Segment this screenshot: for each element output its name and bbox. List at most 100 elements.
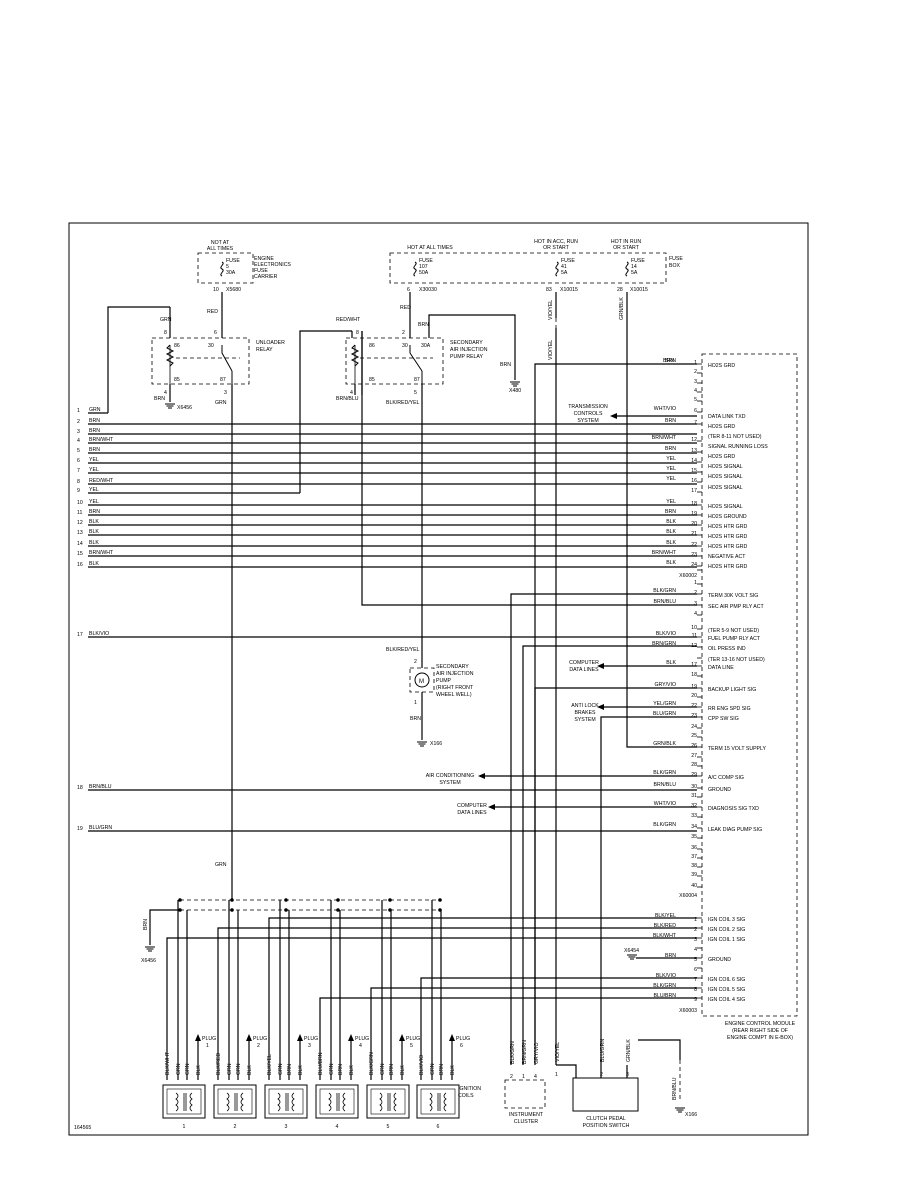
wire-color-label: BLU/BRN — [318, 1052, 324, 1075]
fuse-carrier-label: FUSE — [254, 268, 268, 274]
ac-label: AIR CONDITIONING — [426, 773, 474, 779]
wire-gryvio-cluster — [534, 687, 697, 1065]
computer-label: COMPUTER — [569, 660, 599, 666]
ecm-pin-function: CPP SW SIG — [708, 716, 739, 722]
bus-splice — [178, 908, 182, 912]
pin-label: 1 — [555, 1072, 558, 1078]
harness-number: 17 — [77, 632, 83, 638]
coil-number: 2 — [234, 1124, 237, 1130]
wire-color-label: BLK/VIO — [89, 631, 109, 637]
pin-label: 6 — [214, 330, 217, 336]
fuse-caption: HOT AT ALL TIMES — [407, 245, 453, 251]
fuse-label: 5A — [631, 270, 638, 276]
unloader-relay-box — [151, 337, 250, 385]
bus-splice — [230, 898, 234, 902]
ecm-pin-function: FUEL PUMP RLY ACT — [708, 636, 761, 642]
ecm-pin-number: 8 — [694, 987, 697, 993]
component-layer: M — [145, 252, 798, 1119]
wire-color-label: GRN — [185, 1063, 191, 1075]
harness-number: 6 — [77, 458, 80, 464]
data-lines-arrow-icon — [597, 663, 604, 669]
harness-number: 14 — [77, 541, 83, 547]
pin-label: 30 — [402, 343, 408, 349]
ecm-pin-function: IGN COIL 1 SIG — [708, 937, 745, 943]
wire-color-label: BLK — [666, 529, 676, 535]
wire-color-label: BRN — [500, 362, 511, 368]
wire-color-label: GRN — [278, 1063, 284, 1075]
ecm-label: (REAR RIGHT SIDE OF — [732, 1028, 788, 1034]
ground-label: X166 — [685, 1112, 697, 1118]
abs-label: ANTI LOCK — [571, 703, 599, 709]
sai-coil-icon — [350, 344, 360, 367]
wire-color-label: BLK/WHT — [653, 933, 677, 939]
fuse-caption: HOT IN ACC, RUN — [534, 239, 578, 245]
ecm-pin-number: 5 — [694, 397, 697, 403]
connector-label: X5680 — [226, 287, 241, 293]
coil-number: 6 — [437, 1124, 440, 1130]
ecm-pin-function: IGN COIL 3 SIG — [708, 917, 745, 923]
ecm-pin-number: 25 — [691, 733, 697, 739]
harness-number: 16 — [77, 562, 83, 568]
plug-label: 2 — [257, 1043, 260, 1049]
wire-color-label: BLK/GRN — [510, 1041, 516, 1064]
ecm-pin-number: 1 — [694, 580, 697, 586]
fuse-caption: HOT IN RUN — [611, 239, 641, 245]
ecm-pin-number: 23 — [691, 713, 697, 719]
wire-color-label: BRN/WHT — [652, 550, 677, 556]
ecm-pin-number: 9 — [694, 997, 697, 1003]
ecm-pin-number: 7 — [694, 420, 697, 426]
ecm-pin-function: HO2S SIGNAL — [708, 504, 743, 510]
wire-color-label: YEL — [666, 456, 676, 462]
wire-brnblu-sai — [361, 331, 697, 606]
wire-color-label: BLK — [400, 1065, 406, 1075]
wire-color-label: GRN — [176, 1063, 182, 1075]
wire-color-label: BRN — [410, 716, 421, 722]
ecm-pin-function: (TER 8-11 NOT USED) — [708, 434, 762, 440]
plug-label: PLUG — [253, 1036, 267, 1042]
connector-label: X10015 — [630, 287, 648, 293]
ecm-pin-function: SEC AIR PMP RLY ACT — [708, 604, 764, 610]
ignition-coil-5 — [366, 1084, 410, 1119]
motor-m-icon: M — [419, 679, 424, 685]
wire-color-label: RED/WHT — [89, 478, 114, 484]
wire-color-label: GRN/BLK — [626, 1039, 632, 1062]
fuse-box — [389, 252, 667, 284]
harness-number: 19 — [77, 826, 83, 832]
wire-color-label: BRN/BLU — [654, 782, 677, 788]
wire-color-label: BRN/BLU — [654, 599, 677, 605]
relay-label: PUMP RELAY — [450, 354, 484, 360]
ecm-pin-function: SIGNAL RUNNING LOSS — [708, 444, 768, 450]
wire-color-label: WHT/VIO — [654, 406, 676, 412]
ecm-pin-number: 17 — [691, 662, 697, 668]
wire-color-label: YEL — [89, 499, 99, 505]
fuse-5-icon — [220, 261, 224, 277]
wire-color-label: BRN — [665, 446, 676, 452]
wire-color-label: BLK — [666, 660, 676, 666]
fuse-caption: NOT AT — [211, 240, 230, 246]
figure-id: 164565 — [74, 1125, 91, 1131]
coil-winding-icon — [277, 1092, 295, 1112]
harness-number: 11 — [77, 510, 82, 516]
clutch-ground-icon — [675, 1107, 685, 1113]
coil-inner — [268, 1088, 304, 1115]
engine-fuse-carrier-box — [197, 252, 254, 284]
harness-number: 13 — [77, 530, 83, 536]
wire-color-label: BLK/GRN — [653, 983, 676, 989]
ignition-coil-2 — [213, 1084, 257, 1119]
wire-color-label: BLU/GRN — [600, 1039, 606, 1062]
ecm-pin-number: 39 — [691, 872, 697, 878]
ecm-pin-number: 13 — [691, 448, 697, 454]
clutch-switch-box — [572, 1077, 639, 1112]
coil-number: 3 — [285, 1124, 288, 1130]
transmission-label: TRANSMISSION — [568, 404, 608, 410]
wire-color-label: GRN — [215, 862, 227, 868]
ground-label: X6456 — [141, 958, 156, 964]
ecm-pin-number: 6 — [694, 408, 697, 414]
fuse-label: 30A — [226, 270, 236, 276]
transmission-label: CONTROLS — [574, 411, 603, 417]
bus-splice — [438, 898, 442, 902]
harness-number: 12 — [77, 520, 83, 526]
pump-label: SECONDARY — [436, 664, 469, 670]
bus-splice — [336, 898, 340, 902]
